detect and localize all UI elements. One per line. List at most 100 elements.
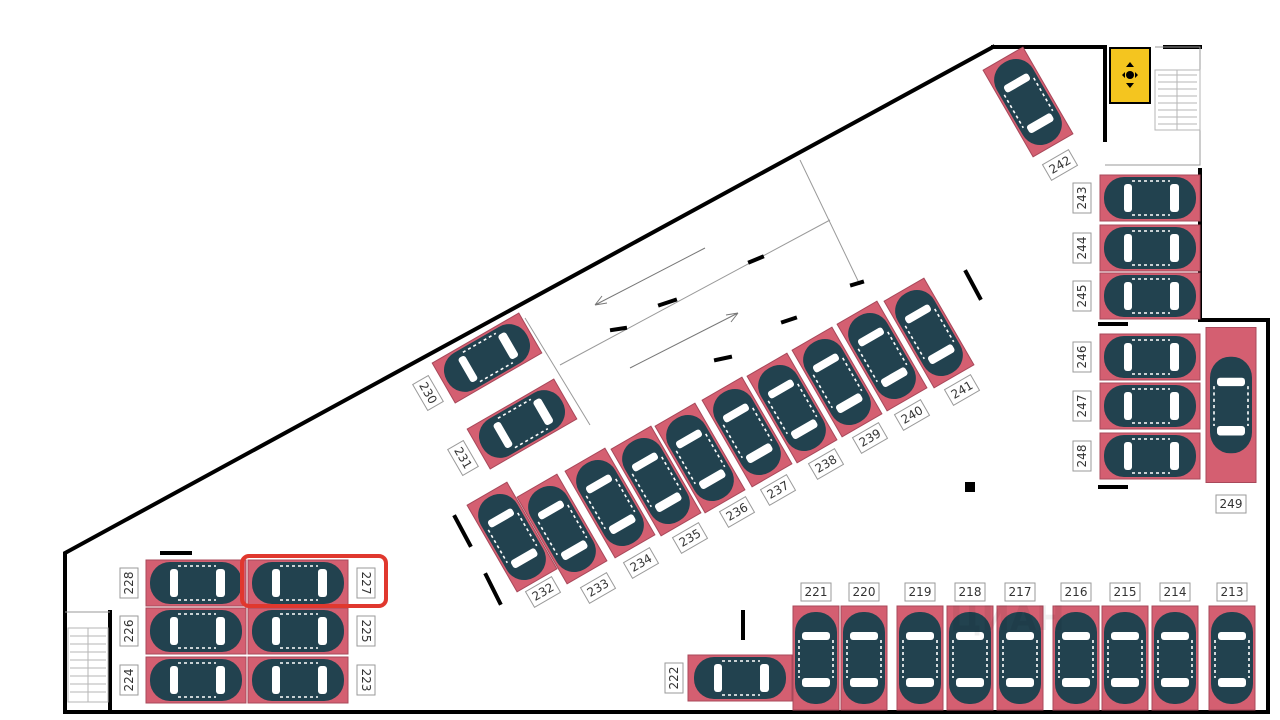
spot-label-214: 214	[1159, 582, 1191, 602]
parking-spot-240[interactable]	[836, 300, 928, 412]
ramp	[524, 159, 861, 426]
spot-label-230: 230	[412, 374, 444, 412]
car-icon	[149, 658, 243, 702]
parking-spot-231[interactable]	[466, 378, 578, 470]
car-icon	[1103, 176, 1197, 220]
car-icon	[1103, 434, 1197, 478]
parking-spot-247[interactable]	[1099, 382, 1201, 430]
spot-label-221: 221	[800, 582, 832, 602]
car-icon	[1103, 335, 1197, 379]
spot-label-228: 228	[119, 567, 139, 599]
parking-spot-215[interactable]	[1101, 605, 1149, 711]
parking-spot-234[interactable]	[564, 447, 656, 559]
elevator	[1109, 47, 1151, 104]
parking-spot-232[interactable]	[466, 481, 558, 593]
spot-number: 243	[1075, 187, 1089, 210]
spot-label-237: 237	[759, 474, 797, 506]
car-icon	[1103, 384, 1197, 428]
spot-number: 248	[1075, 445, 1089, 468]
spot-number: 247	[1075, 395, 1089, 418]
spot-number: 226	[122, 620, 136, 643]
car-icon	[435, 316, 539, 400]
parking-spot-225[interactable]	[247, 607, 349, 655]
parking-spot-220[interactable]	[840, 605, 888, 711]
car-icon	[898, 611, 942, 705]
spot-label-223: 223	[356, 664, 376, 696]
spot-label-227: 227	[356, 567, 376, 599]
parking-spot-228[interactable]	[145, 559, 247, 607]
parking-spot-241[interactable]	[883, 277, 975, 389]
spot-label-219: 219	[904, 582, 936, 602]
spot-number: 227	[359, 572, 373, 595]
car-icon	[251, 561, 345, 605]
parking-spot-244[interactable]	[1099, 224, 1201, 272]
selected-spot-highlight	[240, 554, 388, 608]
parking-spot-236[interactable]	[654, 402, 746, 514]
spot-label-222: 222	[664, 662, 684, 694]
spot-number: 220	[853, 585, 876, 599]
car-icon	[1103, 611, 1147, 705]
spot-number: 244	[1075, 237, 1089, 260]
spot-number: 216	[1065, 585, 1088, 599]
parking-spot-249[interactable]	[1205, 327, 1257, 483]
spot-number: 221	[805, 585, 828, 599]
spot-label-213: 213	[1216, 582, 1248, 602]
spot-number: 249	[1220, 497, 1243, 511]
spot-number: 213	[1221, 585, 1244, 599]
columns	[160, 254, 1128, 640]
parking-spot-246[interactable]	[1099, 333, 1201, 381]
parking-spot-233[interactable]	[516, 473, 608, 585]
spot-label-217: 217	[1004, 582, 1036, 602]
parking-spot-219[interactable]	[896, 605, 944, 711]
spot-number: 222	[667, 667, 681, 690]
parking-spot-214[interactable]	[1151, 605, 1199, 711]
spot-number: 225	[359, 620, 373, 643]
parking-spot-243[interactable]	[1099, 174, 1201, 222]
parking-spot-242[interactable]	[982, 46, 1074, 158]
parking-spot-226[interactable]	[145, 607, 247, 655]
car-icon	[1103, 226, 1197, 270]
car-icon	[794, 611, 838, 705]
spot-label-244: 244	[1072, 232, 1092, 264]
car-icon	[693, 656, 787, 700]
spot-number: 215	[1114, 585, 1137, 599]
spot-number: 224	[122, 669, 136, 692]
spot-label-241: 241	[943, 374, 981, 406]
spot-label-232: 232	[524, 576, 562, 608]
parking-spot-223[interactable]	[247, 656, 349, 704]
car-icon	[251, 658, 345, 702]
parking-spot-235[interactable]	[610, 425, 702, 537]
spot-label-242: 242	[1041, 149, 1079, 181]
parking-spot-222[interactable]	[687, 654, 793, 702]
car-icon	[1103, 274, 1197, 318]
spot-label-249: 249	[1215, 494, 1247, 514]
parking-spot-216[interactable]	[1052, 605, 1100, 711]
spot-label-235: 235	[671, 522, 709, 554]
parking-spot-227[interactable]	[247, 559, 349, 607]
parking-spot-224[interactable]	[145, 656, 247, 704]
parking-spot-238[interactable]	[746, 352, 838, 464]
spot-number: 217	[1009, 585, 1032, 599]
spot-label-246: 246	[1072, 341, 1092, 373]
car-icon	[149, 561, 243, 605]
parking-spot-221[interactable]	[792, 605, 840, 711]
spot-label-216: 216	[1060, 582, 1092, 602]
car-icon	[842, 611, 886, 705]
parking-spot-230[interactable]	[431, 312, 543, 404]
parking-spot-237[interactable]	[701, 376, 793, 488]
parking-spot-245[interactable]	[1099, 272, 1201, 320]
parking-spot-217[interactable]	[996, 605, 1044, 711]
spot-number: 218	[959, 585, 982, 599]
spot-label-247: 247	[1072, 390, 1092, 422]
spot-label-243: 243	[1072, 182, 1092, 214]
spot-label-225: 225	[356, 615, 376, 647]
spot-number: 223	[359, 669, 373, 692]
spot-label-248: 248	[1072, 440, 1092, 472]
parking-spot-218[interactable]	[946, 605, 994, 711]
parking-spot-248[interactable]	[1099, 432, 1201, 480]
spot-label-220: 220	[848, 582, 880, 602]
parking-spot-213[interactable]	[1208, 605, 1256, 711]
spot-label-240: 240	[893, 399, 931, 431]
spot-label-231: 231	[447, 439, 479, 477]
parking-spot-239[interactable]	[791, 326, 883, 438]
